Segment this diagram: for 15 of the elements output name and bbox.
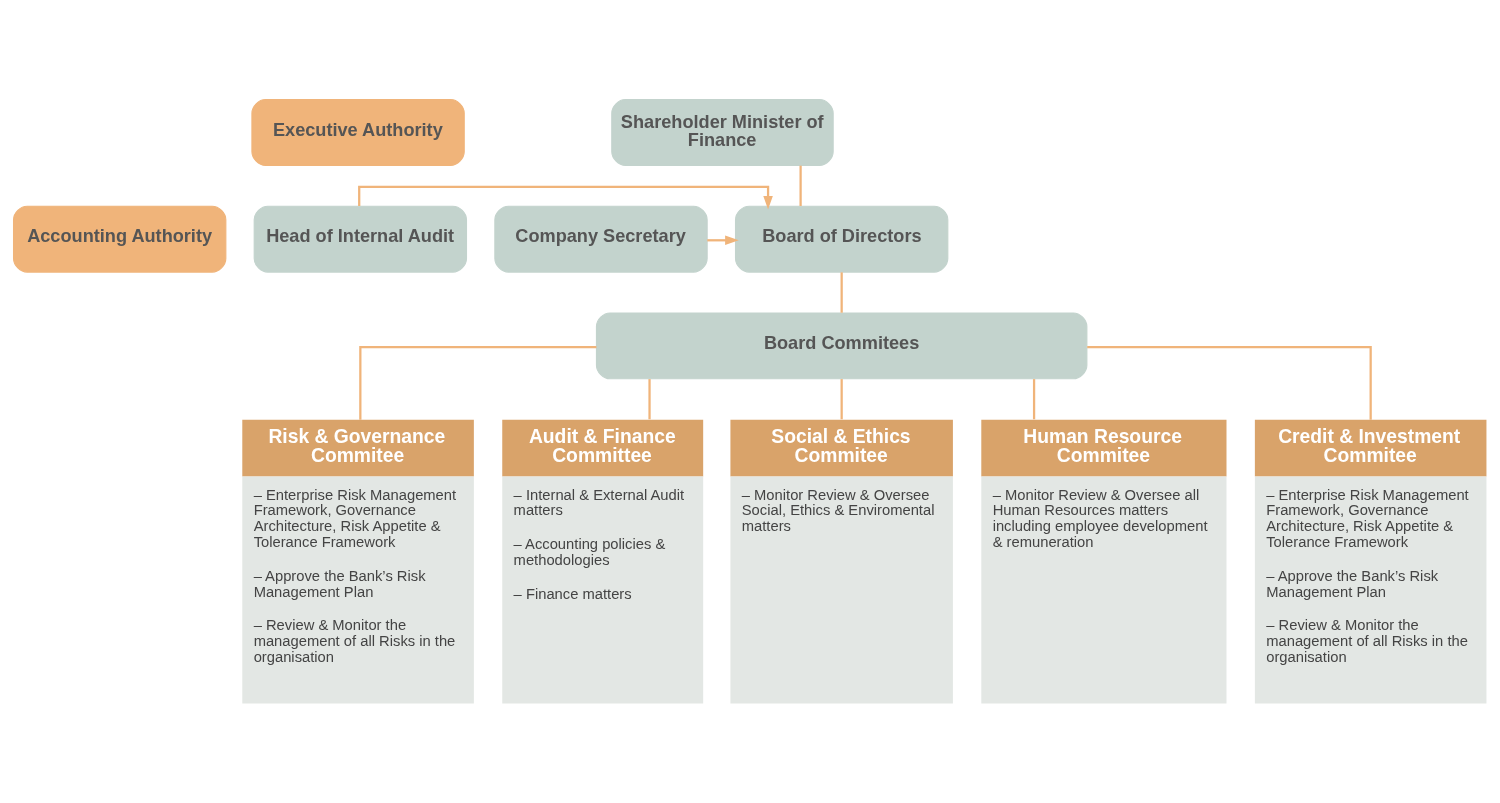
node-box: Executive Authority xyxy=(251,98,465,166)
connector xyxy=(840,379,843,420)
node-box: Board of Directors xyxy=(734,205,949,273)
node-box: Company Secretary xyxy=(494,205,708,273)
arrow xyxy=(707,235,739,246)
connector xyxy=(1087,345,1372,420)
node-box: Board Commitees xyxy=(595,312,1088,380)
connector xyxy=(359,345,597,420)
node-box: Shareholder Minister of Finance xyxy=(611,98,834,166)
connector xyxy=(799,165,802,206)
connector xyxy=(1032,379,1036,420)
connector xyxy=(840,272,843,313)
connector xyxy=(648,379,651,420)
node-box: Accounting Authority xyxy=(13,205,227,273)
node-box: Head of Internal Audit xyxy=(253,205,468,273)
